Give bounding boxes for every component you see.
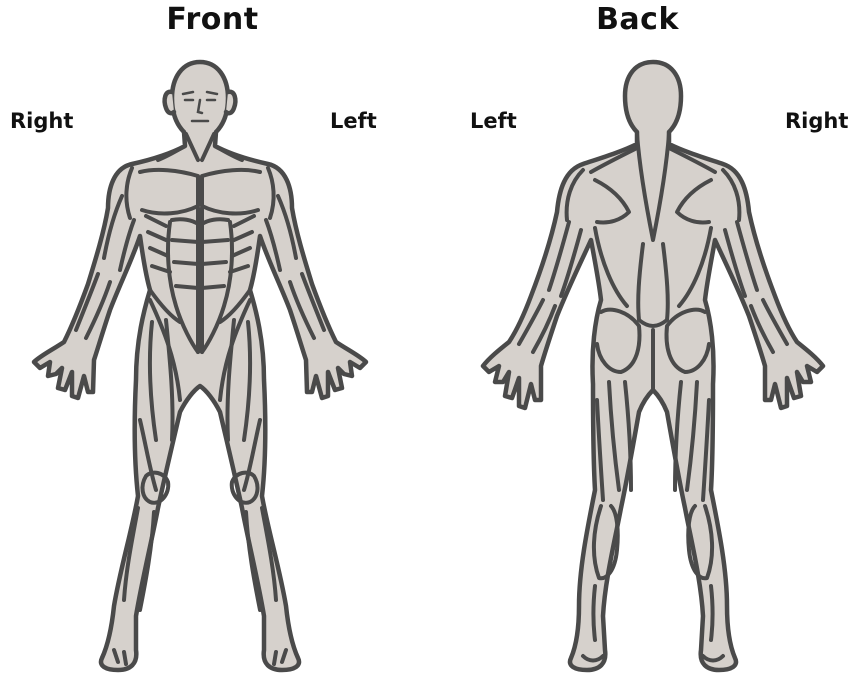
front-body-figure [0, 55, 425, 675]
back-body-figure [425, 55, 850, 675]
front-muscle-figure [0, 55, 425, 675]
front-silhouette [34, 62, 366, 670]
back-muscle-figure [425, 55, 850, 675]
front-view-title: Front [0, 2, 425, 37]
back-view-title: Back [425, 2, 850, 37]
back-view-panel: Back Left Right [425, 0, 850, 681]
front-view-panel: Front Right Left [0, 0, 425, 681]
